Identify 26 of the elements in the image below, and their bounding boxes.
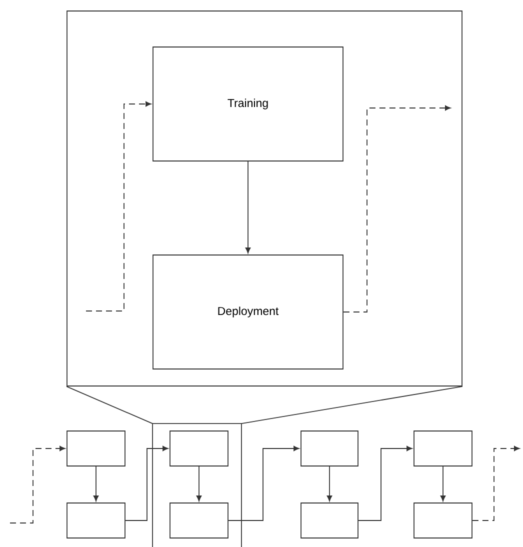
process-box <box>66 430 126 466</box>
arrow <box>326 466 332 502</box>
arrow <box>125 446 168 521</box>
process-box <box>66 502 126 538</box>
process-box <box>170 502 228 538</box>
arrow <box>440 466 446 502</box>
process-box <box>414 502 472 538</box>
arrow <box>358 446 412 521</box>
zoom-line <box>241 386 463 424</box>
arrow <box>228 446 300 521</box>
dashed-arrow <box>10 446 66 524</box>
arrow <box>196 466 202 502</box>
process-box: Training <box>152 46 344 162</box>
process-box: Deployment <box>152 254 344 370</box>
process-box <box>170 430 228 466</box>
process-box <box>414 430 472 466</box>
dashed-arrow <box>86 101 152 312</box>
process-box <box>300 502 358 538</box>
arrow <box>245 161 251 254</box>
detail-panel <box>66 10 462 386</box>
arrow <box>93 466 99 502</box>
process-box <box>300 430 358 466</box>
zoom-line <box>66 386 153 424</box>
dashed-arrow <box>343 105 451 312</box>
highlight-frame <box>152 423 242 547</box>
dashed-arrow <box>472 446 520 521</box>
